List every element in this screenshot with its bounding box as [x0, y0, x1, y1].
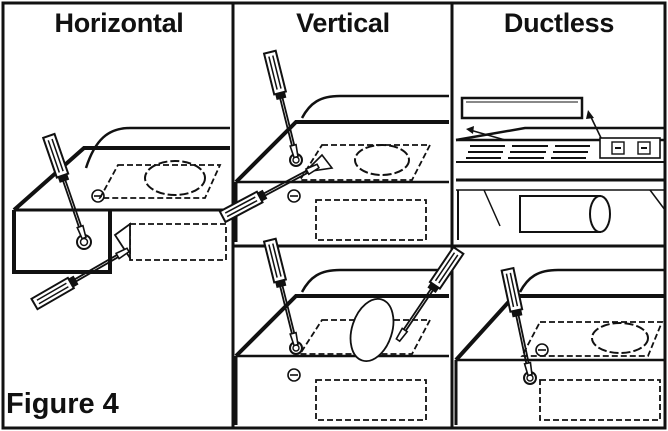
screwdriver-icon	[30, 243, 133, 311]
figure-label: Figure 4	[6, 388, 119, 420]
knockout-icon	[144, 160, 206, 196]
panel-title-ductless: Ductless	[503, 8, 615, 38]
knockout-icon	[354, 144, 410, 176]
panel-title-horizontal: Horizontal	[54, 8, 184, 38]
vertical-top-illustration	[218, 49, 449, 242]
filter-icon	[460, 96, 584, 120]
damper-icon	[349, 298, 395, 362]
panel-title-vertical: Vertical	[296, 8, 390, 38]
screwdriver-icon	[263, 49, 303, 160]
ductless-bottom-illustration	[454, 267, 665, 425]
knockout-icon	[591, 322, 649, 354]
vertical-bottom-illustration	[234, 237, 465, 425]
horizontal-illustration	[12, 126, 230, 311]
ductless-top-illustration	[455, 96, 666, 240]
screwdriver-icon	[263, 237, 303, 348]
